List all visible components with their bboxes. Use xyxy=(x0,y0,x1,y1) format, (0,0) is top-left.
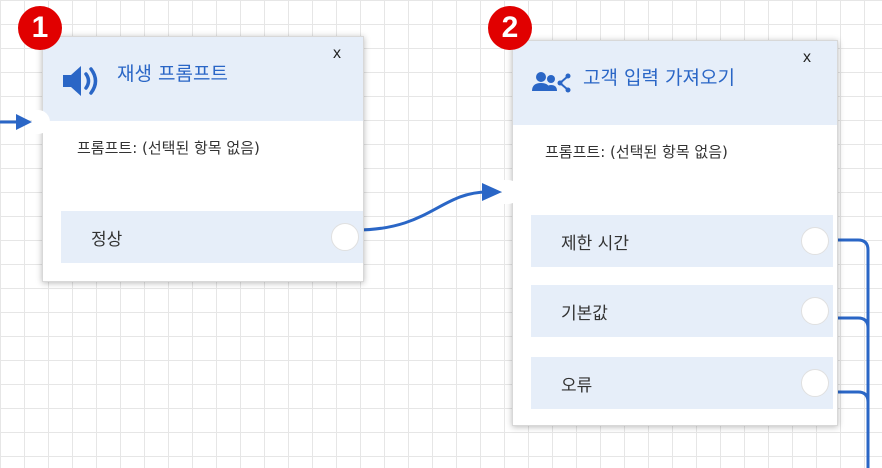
block2-arrowhead xyxy=(482,183,502,201)
wire-timeout-out[interactable] xyxy=(828,238,870,468)
input-port-block1[interactable] xyxy=(32,110,50,134)
wire-default-out[interactable] xyxy=(828,316,870,329)
close-button[interactable]: x xyxy=(333,45,341,62)
input-port-block2[interactable] xyxy=(502,180,520,204)
output-port[interactable] xyxy=(801,297,829,325)
output-port[interactable] xyxy=(801,369,829,397)
incoming-arrowhead xyxy=(16,114,32,130)
branch-default[interactable]: 기본값 xyxy=(531,285,833,337)
branch-error[interactable]: 오류 xyxy=(531,357,833,409)
block-title: 재생 프롬프트 xyxy=(117,63,228,85)
block-header xyxy=(513,41,837,125)
output-port[interactable] xyxy=(331,223,359,251)
branch-label: 정상 xyxy=(91,230,123,250)
get-customer-input-block[interactable]: 고객 입력 가져오기 x 프롬프트: (선택된 항목 없음) 제한 시간 기본값… xyxy=(512,40,838,426)
block-title: 고객 입력 가져오기 xyxy=(583,67,735,89)
branch-label: 기본값 xyxy=(561,304,608,324)
step-badge-2: 2 xyxy=(488,6,532,50)
branch-timeout[interactable]: 제한 시간 xyxy=(531,215,833,267)
wire-block1-to-block2[interactable] xyxy=(355,190,489,232)
play-prompt-block[interactable]: 재생 프롬프트 x 프롬프트: (선택된 항목 없음) 정상 xyxy=(42,36,364,282)
output-port[interactable] xyxy=(801,227,829,255)
prompt-label: 프롬프트: (선택된 항목 없음) xyxy=(77,139,260,157)
branch-label: 오류 xyxy=(561,376,593,396)
prompt-label: 프롬프트: (선택된 항목 없음) xyxy=(545,143,728,161)
wire-error-out[interactable] xyxy=(828,390,870,403)
branch-success[interactable]: 정상 xyxy=(61,211,363,263)
speaker-icon xyxy=(59,61,103,105)
close-button[interactable]: x xyxy=(803,49,811,66)
branch-label: 제한 시간 xyxy=(561,234,629,254)
step-badge-1: 1 xyxy=(18,6,62,50)
customer-input-icon xyxy=(529,67,573,107)
